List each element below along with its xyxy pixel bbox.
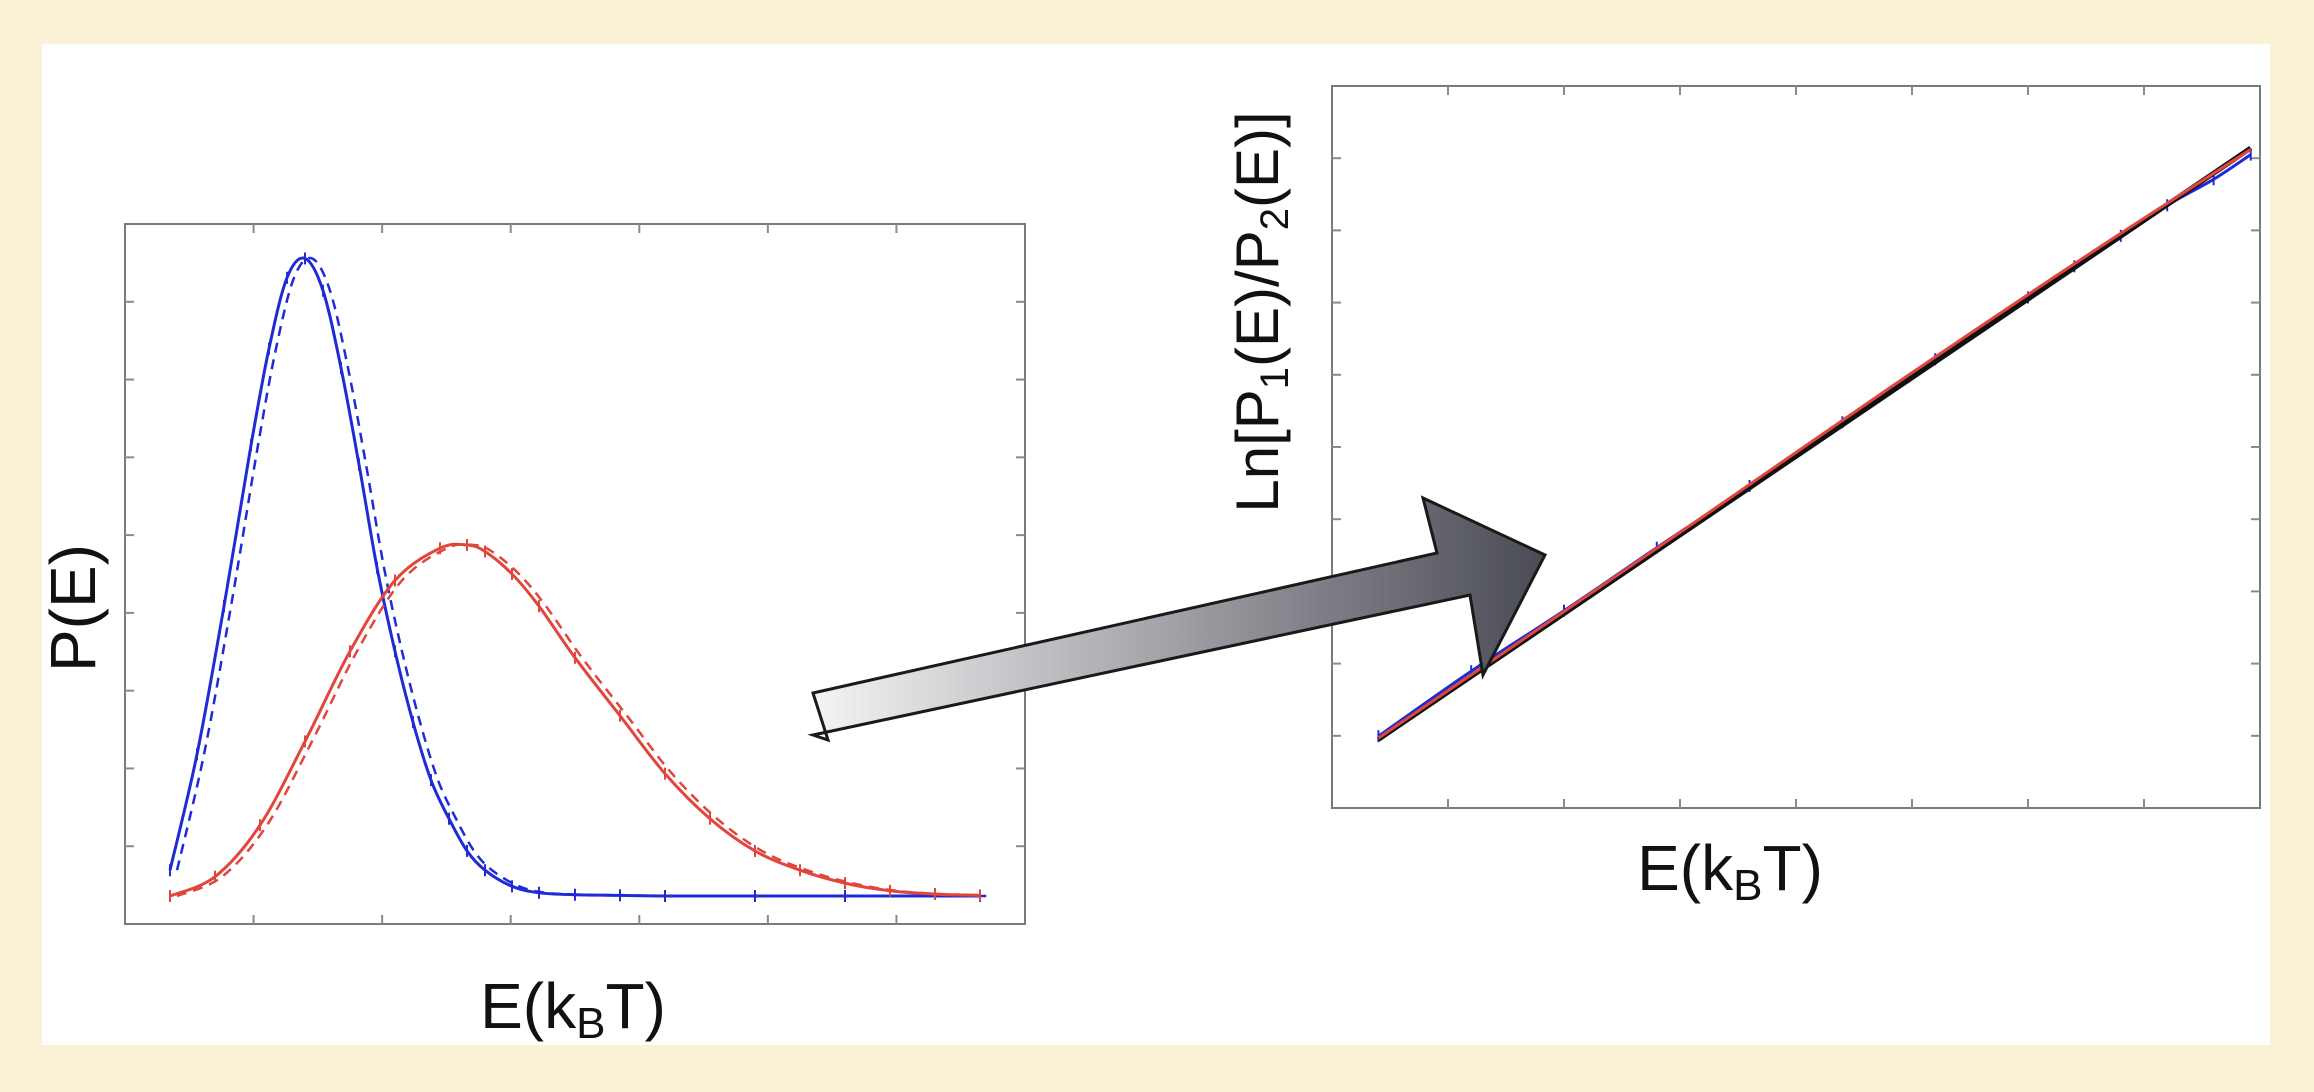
left-series — [168, 252, 988, 902]
left-ticks — [125, 224, 1025, 924]
right-xlabel-sub: B — [1733, 861, 1762, 910]
right-series-3-line — [1377, 148, 2252, 740]
right-xlabel-tail: T) — [1762, 832, 1822, 904]
right-xlabel-main: E(k — [1637, 832, 1734, 904]
left-chart — [124, 223, 1026, 925]
left-series-2-line — [169, 542, 981, 898]
right-ylabel: Ln[P1(E)/P2(E)] — [1224, 111, 1297, 512]
left-plot-frame — [124, 223, 1026, 925]
right-series — [1376, 146, 2253, 743]
left-series-1-dashed — [175, 256, 987, 898]
right-ylabel-part-3: (E)] — [1224, 111, 1291, 208]
left-xlabel-main: E(k — [480, 970, 577, 1042]
left-xlabel: E(kBT) — [480, 970, 666, 1048]
right-ylabel-sub-1: 1 — [1253, 367, 1297, 389]
left-ylabel: P(E) — [37, 544, 109, 672]
right-ylabel-part-2: (E)/P — [1224, 230, 1291, 367]
right-xlabel: E(kBT) — [1637, 832, 1823, 910]
transform-arrow — [807, 495, 1548, 743]
left-xlabel-tail: T) — [605, 970, 665, 1042]
right-chart — [1331, 85, 2261, 809]
right-ticks — [1332, 86, 2260, 808]
right-ylabel-part-1: Ln[P — [1224, 389, 1291, 512]
left-series-2-dashed — [176, 542, 988, 898]
right-ylabel-sub-2: 2 — [1253, 208, 1297, 230]
left-xlabel-sub: B — [576, 999, 605, 1048]
right-plot-frame — [1331, 85, 2261, 809]
